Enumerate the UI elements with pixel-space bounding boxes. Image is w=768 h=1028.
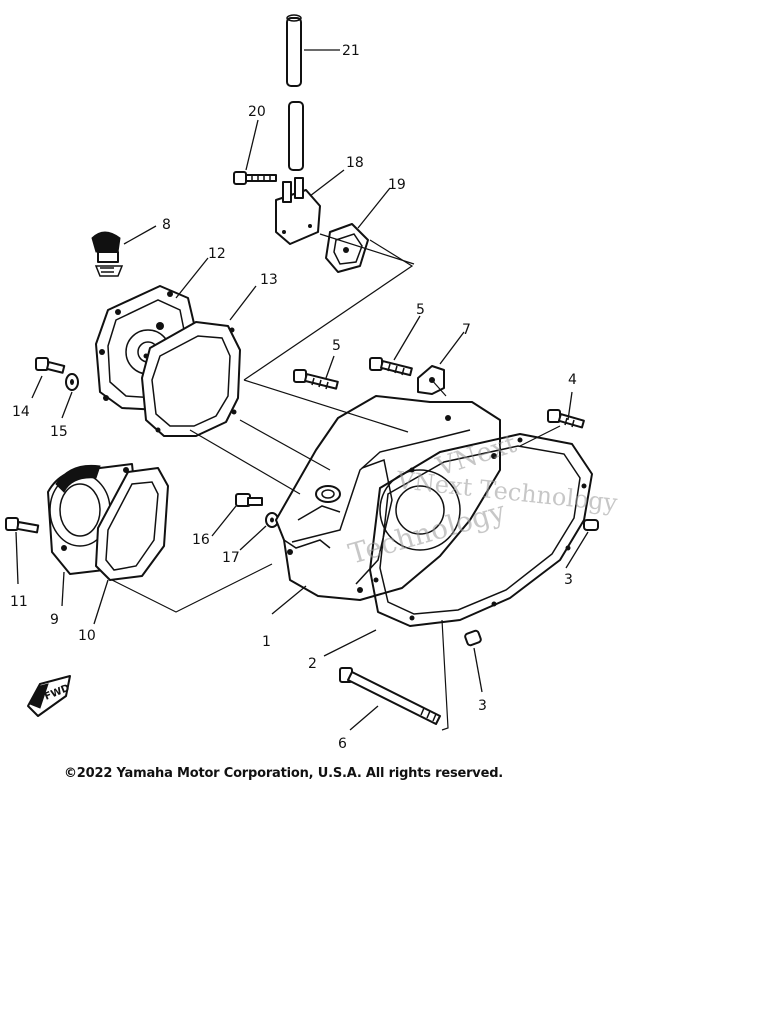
callout-21: 21 (342, 43, 360, 59)
callout-15: 15 (50, 424, 68, 440)
part-13-gasket (141, 321, 241, 437)
callout-17: 17 (222, 550, 240, 566)
callout-3-upper: 3 (564, 572, 573, 588)
part-3-dowel-upper (583, 519, 599, 531)
copyright-notice: ©2022 Yamaha Motor Corporation, U.S.A. A… (64, 766, 504, 781)
leader-lines (15, 49, 589, 731)
part-2-gasket (369, 433, 593, 627)
callout-6: 6 (338, 736, 347, 752)
callout-18: 18 (346, 155, 364, 171)
callout-3-lower: 3 (478, 698, 487, 714)
part-20-screw (233, 171, 277, 185)
part-3-dowel-lower (464, 629, 482, 647)
part-18-fitting (275, 177, 321, 245)
part-6-long-bolt (339, 667, 441, 725)
part-19-plate (325, 223, 369, 273)
callout-4: 4 (568, 372, 577, 388)
callout-14: 14 (12, 404, 30, 420)
callout-20: 20 (248, 104, 266, 120)
part-16-bolt (235, 493, 263, 507)
callout-1: 1 (262, 634, 271, 650)
callout-16: 16 (192, 532, 210, 548)
callout-2: 2 (308, 656, 317, 672)
callout-12: 12 (208, 246, 226, 262)
part-5-bolt-upper (369, 357, 413, 377)
part-15-washer (65, 373, 79, 391)
fwd-arrow-icon: FWD (27, 675, 71, 717)
callout-7: 7 (462, 322, 471, 338)
callout-11: 11 (10, 594, 28, 610)
callout-10: 10 (78, 628, 96, 644)
callout-8: 8 (162, 217, 171, 233)
part-21-hose (286, 14, 304, 171)
part-8-filler-cap (91, 231, 124, 277)
part-11-bolt (5, 517, 40, 534)
callout-5-lower: 5 (332, 338, 341, 354)
callout-13: 13 (260, 272, 278, 288)
part-4-bolt (547, 409, 585, 429)
callout-9: 9 (50, 612, 59, 628)
assembly-guide-lines (111, 233, 561, 731)
part-10-gasket (95, 467, 169, 581)
part-5-bolt-lower (293, 369, 339, 390)
callout-numbers: 21 20 18 19 8 12 13 5 5 7 4 14 15 16 17 … (10, 43, 577, 752)
part-14-bolt (35, 357, 66, 374)
callout-19: 19 (388, 177, 406, 193)
callout-5-upper: 5 (416, 302, 425, 318)
